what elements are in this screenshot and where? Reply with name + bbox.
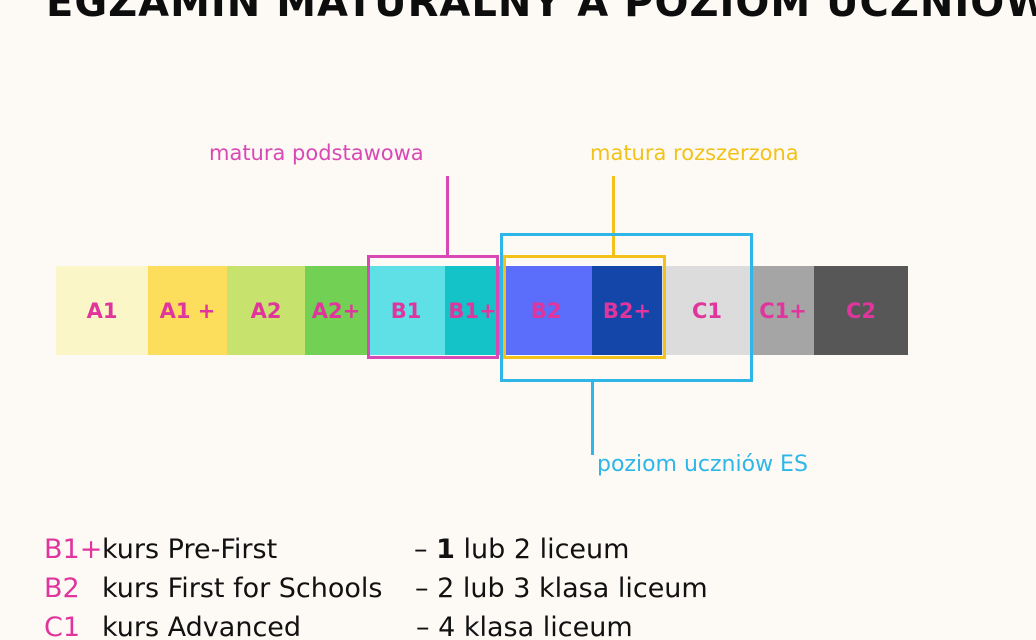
legend-school-year: – 2 lub 3 klasa liceum (415, 573, 708, 604)
extended-exam-label: matura rozszerzona (590, 141, 799, 165)
level-c1: C1 (662, 266, 752, 355)
level-a2-plus: A2+ (305, 266, 367, 355)
legend-year-rest: lub 3 klasa liceum (462, 573, 708, 604)
legend-year-rest: klasa liceum (463, 612, 633, 640)
level-a2: A2 (227, 266, 305, 355)
extended-exam-box (503, 255, 666, 359)
level-c1-plus: C1+ (752, 266, 814, 355)
legend-dash: – (415, 573, 429, 604)
legend-dash: – (416, 612, 430, 640)
legend-level-code: B2 (44, 573, 80, 604)
legend-school-year: – 1 lub 2 liceum (414, 534, 629, 565)
legend-level-code: C1 (44, 612, 81, 640)
extended-exam-connector (612, 176, 615, 255)
legend-level-code: B1+ (44, 534, 103, 565)
legend-year-number: 2 (437, 573, 455, 604)
level-b1-plus: B1+ (445, 266, 500, 355)
legend-year-rest: lub 2 liceum (463, 534, 630, 565)
basic-exam-label: matura podstawowa (209, 141, 424, 165)
legend-dash: – (414, 534, 428, 565)
level-a1: A1 (56, 266, 148, 355)
legend-course-name: kurs Advanced (102, 612, 302, 640)
es-level-label: poziom uczniów ES (597, 452, 808, 477)
legend-course-name: kurs Pre-First (102, 534, 278, 565)
level-c2: C2 (814, 266, 908, 355)
es-level-box (500, 233, 753, 382)
level-b2-plus: B2+ (592, 266, 662, 355)
basic-exam-box (367, 255, 499, 359)
basic-exam-connector (446, 176, 449, 255)
legend-course-name: kurs First for Schools (102, 573, 383, 604)
es-level-connector (591, 379, 594, 455)
legend-school-year: – 4 klasa liceum (416, 612, 633, 640)
legend-year-number: 1 (436, 534, 455, 565)
legend-year-number: 4 (438, 612, 456, 640)
level-b2: B2 (500, 266, 592, 355)
level-a1-plus: A1 + (148, 266, 227, 355)
diagram-title: EGZAMIN MATURALNY A POZIOM UCZNIÓW ES (46, 0, 1036, 26)
level-b1: B1 (367, 266, 445, 355)
